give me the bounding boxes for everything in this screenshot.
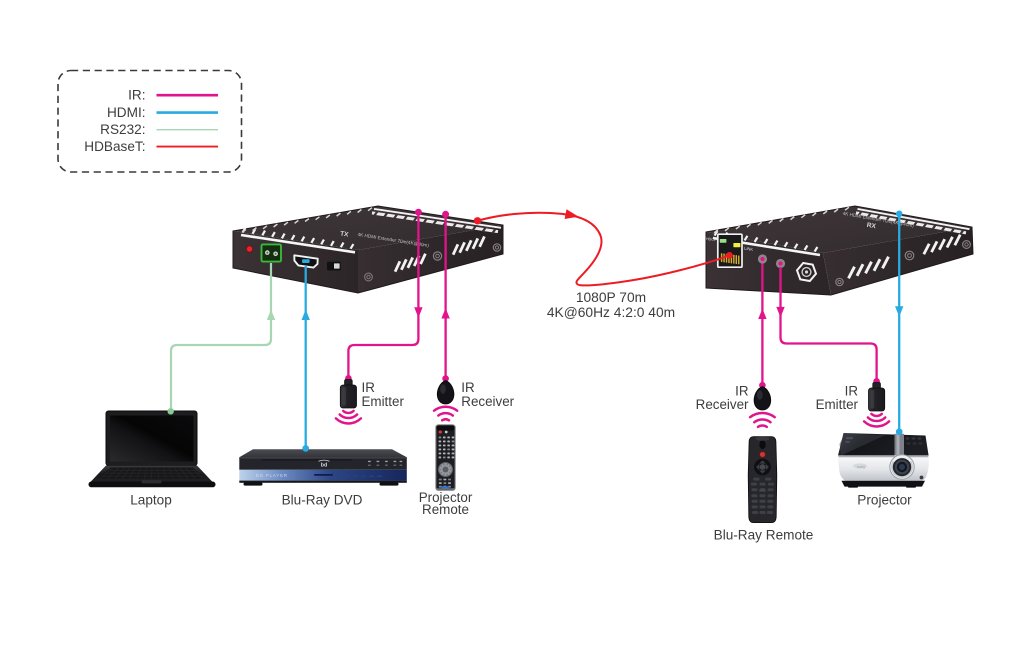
svg-text:BD PLAYER: BD PLAYER [256,473,288,478]
svg-text:IR: IR [845,383,859,398]
svg-text:IR: IR [362,380,376,395]
svg-text:HDBaseT:: HDBaseT: [84,139,145,154]
svg-text:Blu-Ray Remote: Blu-Ray Remote [714,528,814,543]
svg-text:RS232:: RS232: [100,122,145,137]
svg-text:Receiver: Receiver [696,397,749,412]
svg-text:RX: RX [866,222,877,231]
svg-text:sony: sony [857,464,865,469]
svg-text:Laptop: Laptop [130,493,172,508]
svg-text:Emitter: Emitter [816,397,859,412]
svg-text:HDCP: HDCP [706,237,717,243]
svg-text:Emitter: Emitter [362,394,405,409]
svg-text:IR:: IR: [128,88,145,103]
svg-text:4K@60Hz 4:2:0 40m: 4K@60Hz 4:2:0 40m [547,305,675,320]
svg-text:Projector: Projector [857,492,912,507]
svg-text:Receiver: Receiver [461,394,514,409]
svg-text:bd: bd [321,463,328,469]
svg-text:TX: TX [340,230,350,238]
svg-text:Remote: Remote [422,502,469,517]
svg-text:Blu-Ray DVD: Blu-Ray DVD [282,493,363,508]
svg-text:Projector: Projector [419,490,473,505]
svg-text:IR: IR [735,383,749,398]
svg-text:HDMI:: HDMI: [107,105,146,120]
svg-text:1080P 70m: 1080P 70m [576,290,646,305]
svg-text:IR: IR [461,380,475,395]
svg-text:LINK: LINK [744,246,754,252]
